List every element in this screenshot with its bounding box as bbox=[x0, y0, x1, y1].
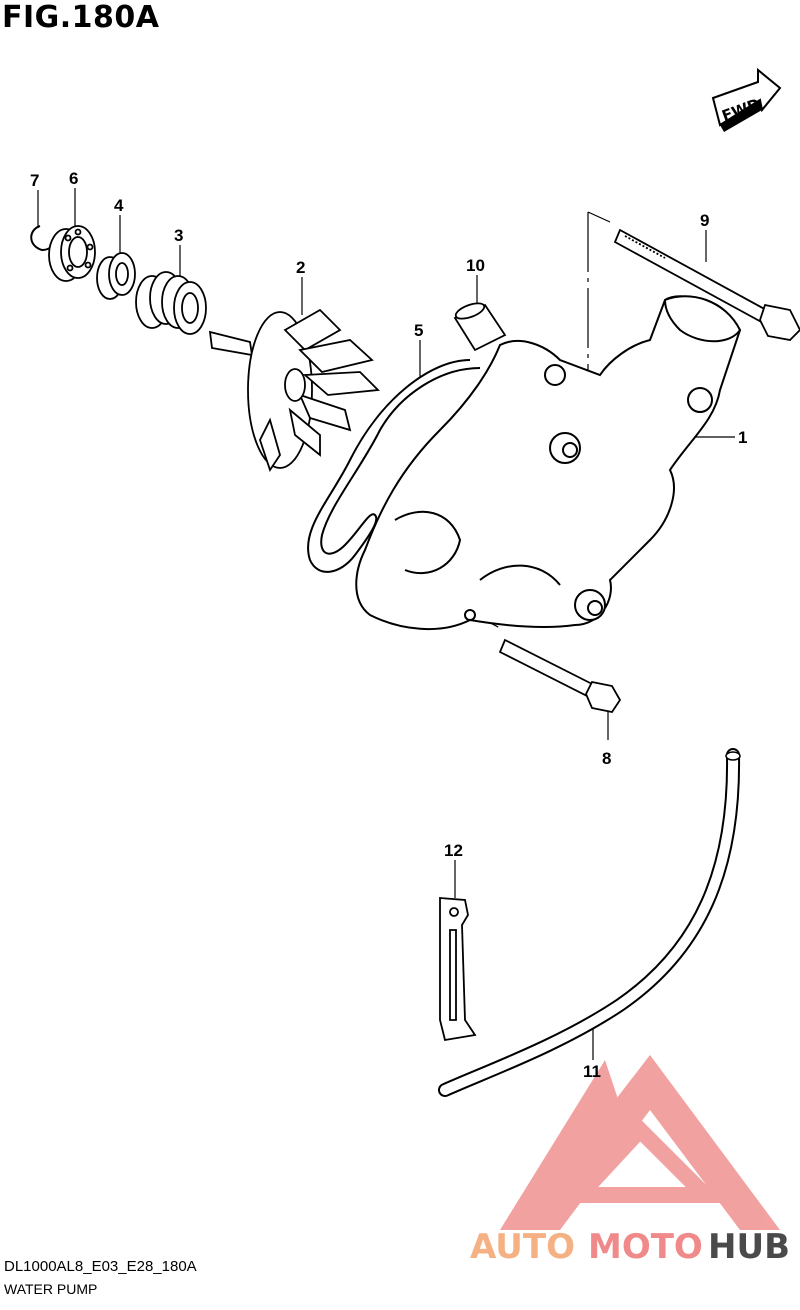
callout-7: 7 bbox=[30, 171, 39, 190]
callout-11: 11 bbox=[583, 1062, 601, 1081]
callout-3: 3 bbox=[174, 226, 183, 245]
callout-10: 10 bbox=[466, 256, 485, 275]
water-pump-cover-1 bbox=[355, 295, 742, 630]
callout-8: 8 bbox=[602, 749, 611, 768]
watermark-logo bbox=[500, 1055, 780, 1230]
impeller-2 bbox=[208, 308, 380, 473]
leader-lines bbox=[37, 188, 735, 1060]
callout-1: 1 bbox=[738, 428, 747, 447]
figure-title: FIG.180A bbox=[2, 0, 160, 35]
bearing-6 bbox=[48, 225, 96, 282]
bearing-4 bbox=[96, 252, 136, 300]
figure-name: WATER PUMP bbox=[4, 1281, 98, 1297]
callout-12: 12 bbox=[444, 841, 463, 860]
callout-6: 6 bbox=[69, 169, 78, 188]
callout-4: 4 bbox=[114, 196, 124, 215]
callout-5: 5 bbox=[414, 321, 423, 340]
hose-11 bbox=[438, 748, 741, 1097]
bolt-8 bbox=[498, 638, 622, 714]
watermark-text: AUTO MOTO HUB bbox=[470, 1227, 790, 1267]
watermark-moto: MOTO bbox=[588, 1227, 703, 1267]
dowel-10 bbox=[453, 302, 507, 352]
callout-2: 2 bbox=[296, 258, 305, 277]
mechanical-seal-3 bbox=[135, 271, 207, 335]
figure-code: DL1000AL8_E03_E28_180A bbox=[4, 1258, 197, 1275]
fwd-arrow-icon: FWD bbox=[711, 67, 782, 132]
bolt-9 bbox=[613, 228, 800, 341]
watermark-auto: AUTO bbox=[470, 1227, 575, 1267]
callout-9: 9 bbox=[700, 211, 709, 230]
o-ring-5 bbox=[307, 359, 481, 573]
watermark-hub: HUB bbox=[708, 1227, 790, 1267]
clip-12 bbox=[439, 897, 477, 1042]
